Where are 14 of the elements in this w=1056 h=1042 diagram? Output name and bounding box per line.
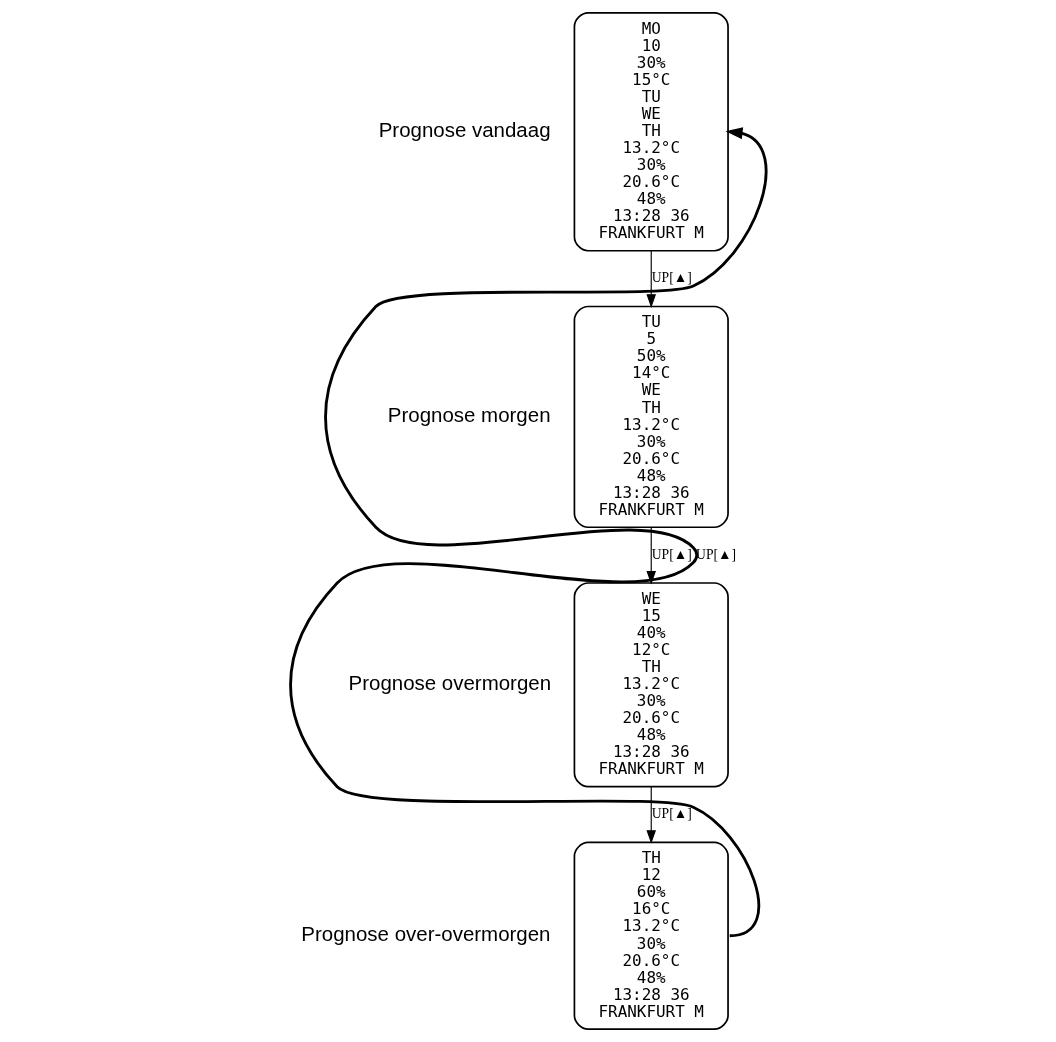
arrow	[645, 250, 656, 308]
node-box: WE 15 40% 12°C TH 13.2°C 30% 20.6°C 48% 13:28 36 FRANKFURT M	[573, 582, 729, 788]
node-box: MO 10 30% 15°C TU WE TH 13.2°C 30% 20.6°C 48% 13:28 36 FRANKFURT M	[573, 12, 729, 252]
arrow	[289, 127, 767, 938]
edge-label: UP[▲]	[651, 546, 692, 562]
edge-label: UP[▲]	[651, 270, 692, 286]
node-box: TU 5 50% 14°C WE TH 13.2°C 30% 20.6°C 48% 13:28 36 FRANKFURT M	[573, 305, 729, 529]
node-label: Prognose morgen	[387, 402, 551, 426]
node-box: TH 12 60% 16°C 13.2°C 30% 20.6°C 48% 13:28 36 FRANKFURT M	[573, 841, 729, 1030]
node-label: Prognose over-overmorgen	[300, 921, 551, 945]
node-label: Prognose overmorgen	[348, 670, 551, 694]
node-label: Prognose vandaag	[378, 117, 551, 141]
edge-label: UP[▲]	[651, 806, 692, 822]
arrow	[645, 786, 656, 844]
